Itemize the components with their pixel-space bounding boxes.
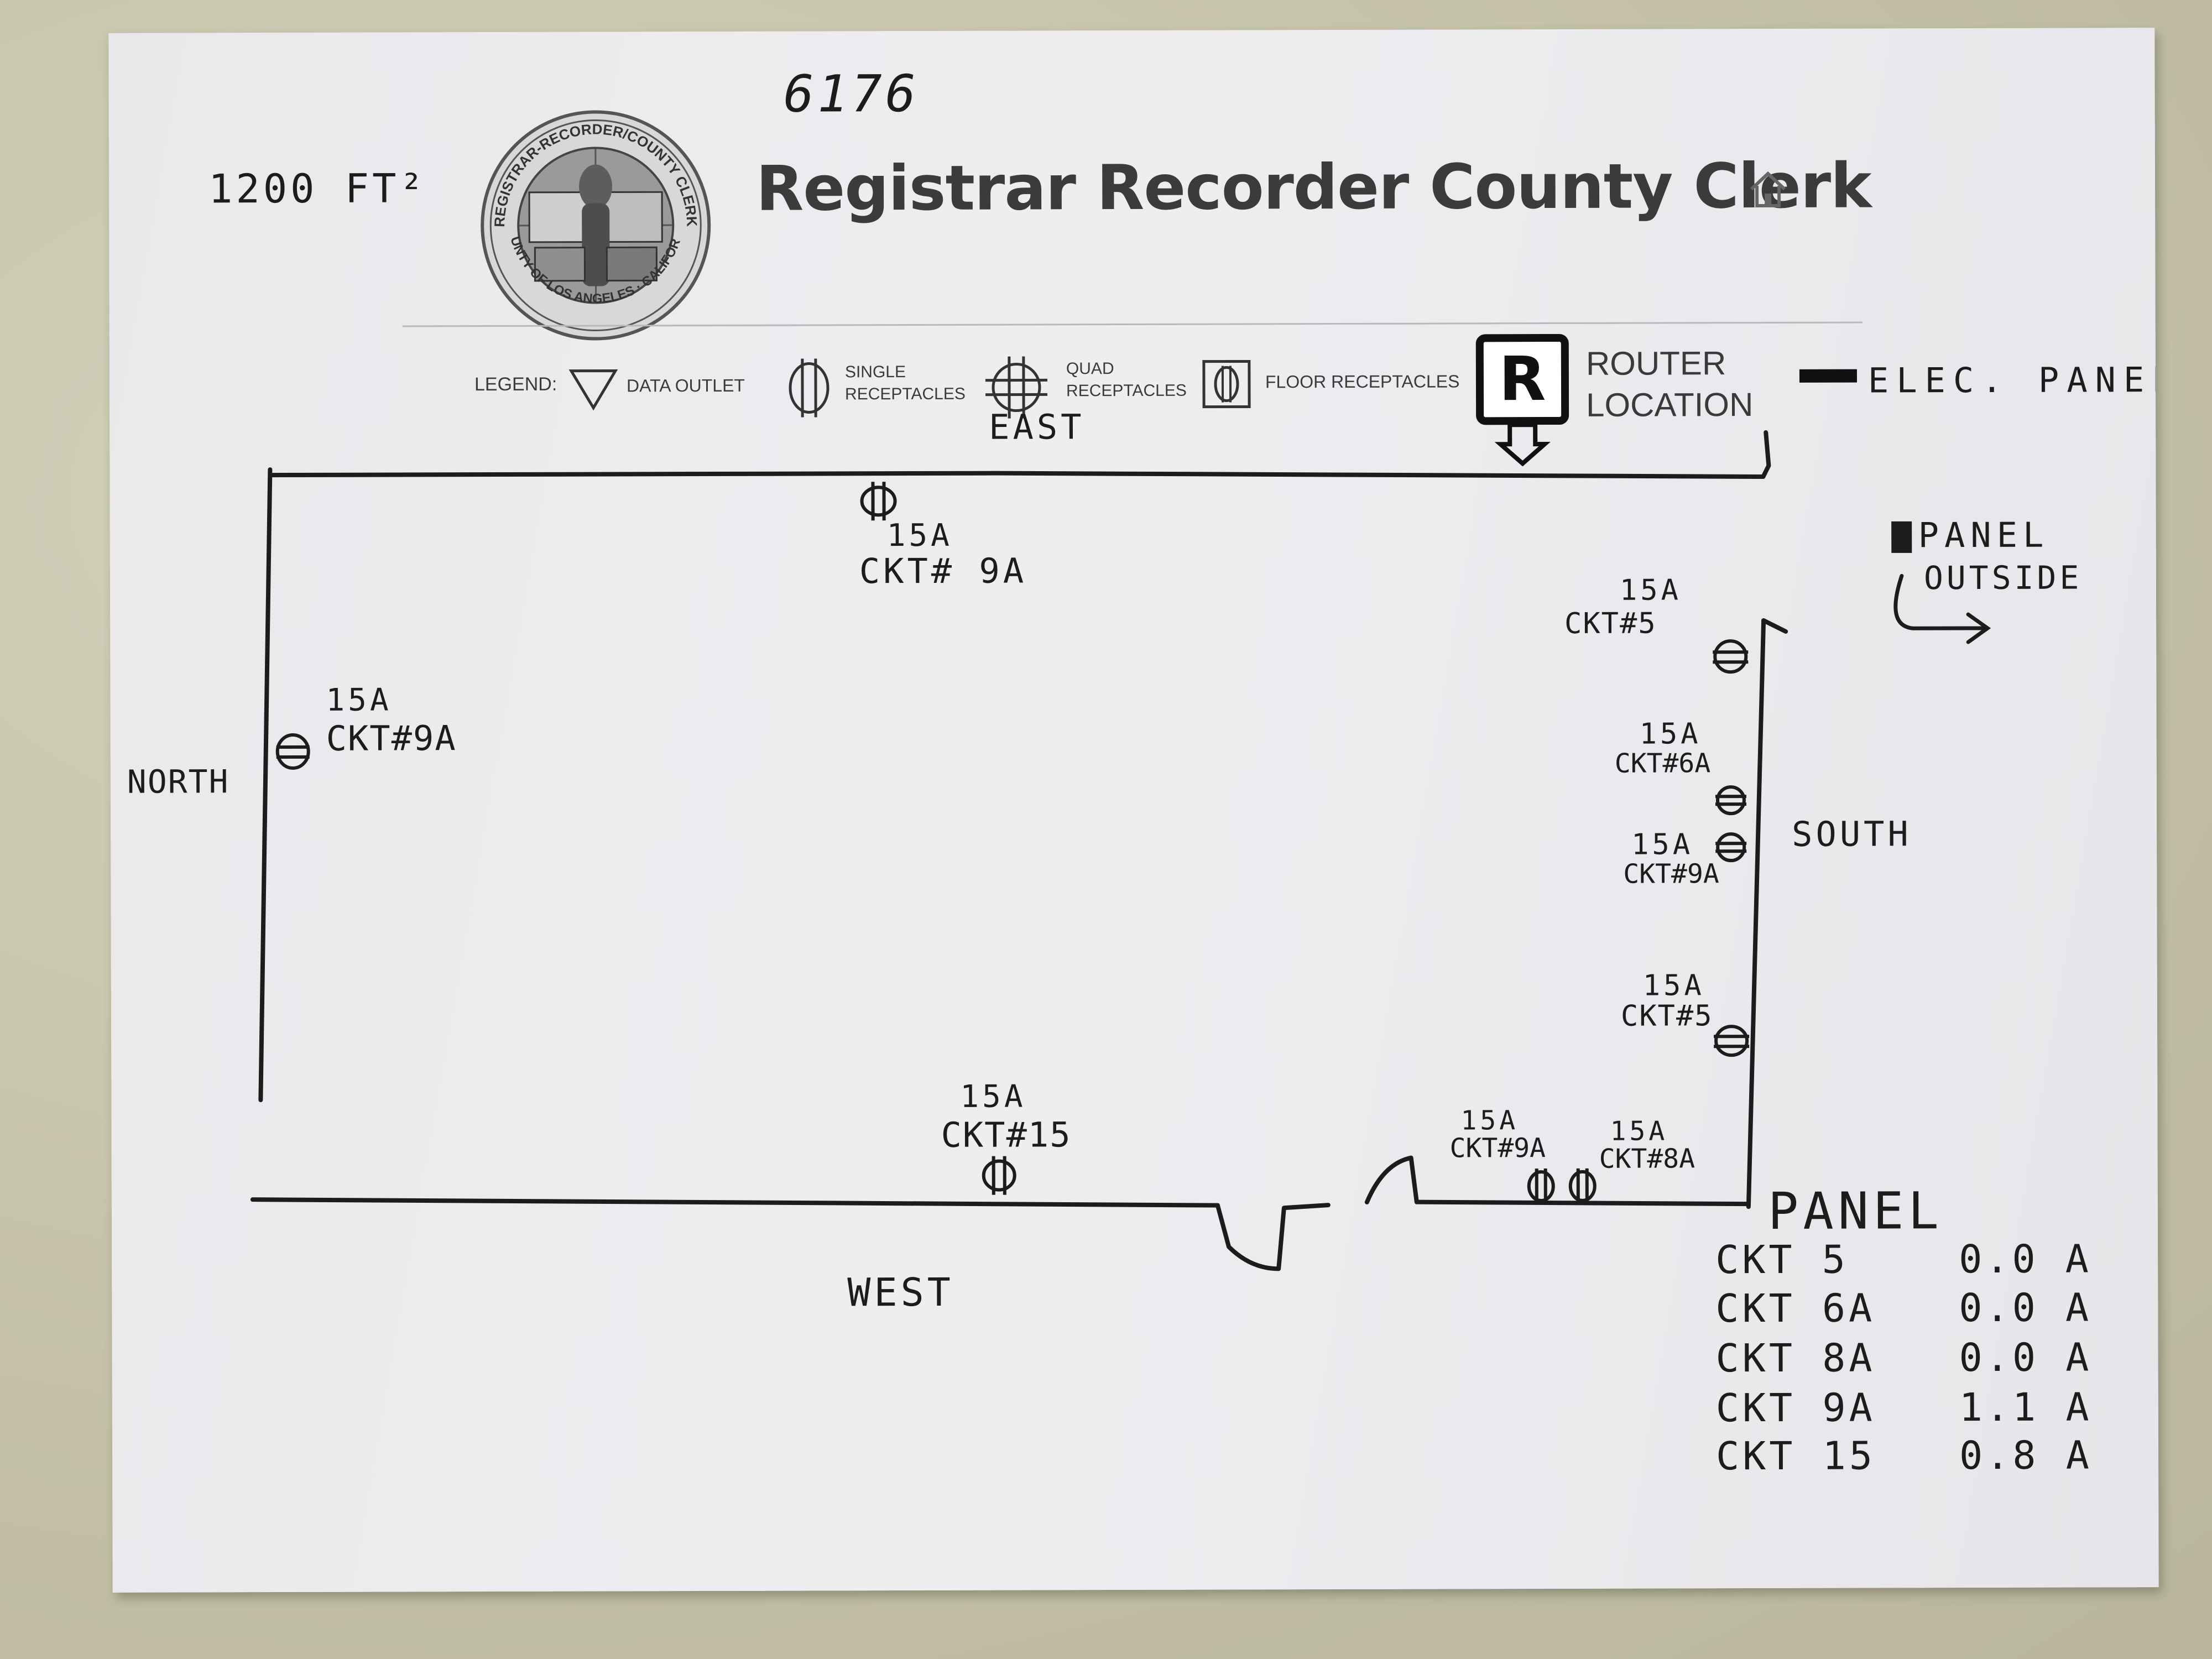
panel-outside-line2: OUTSIDE (1923, 559, 2083, 597)
page-title: Registrar Recorder County Clerk (755, 150, 1871, 225)
west-3-amps: 15A (1610, 1115, 1668, 1147)
north-wall (258, 467, 273, 1103)
door-opening (1364, 1155, 1419, 1204)
west-2-amps: 15A (1460, 1105, 1519, 1136)
panel-readings-title: PANEL (1767, 1181, 1943, 1241)
row-reading: 0.0 A (1959, 1334, 2093, 1381)
west-2-circuit: CKT#9A (1449, 1133, 1546, 1164)
north-circuit: CKT#9A (326, 718, 457, 759)
north-amps: 15A (326, 682, 392, 718)
south-3-circuit: CKT#9A (1623, 858, 1719, 890)
row-reading: 1.1 A (1959, 1384, 2093, 1431)
south-4-circuit: CKT#5 (1620, 999, 1713, 1033)
south-2-circuit: CKT#6A (1614, 748, 1711, 779)
label-east: EAST (989, 406, 1085, 447)
single-receptacle-icon (789, 358, 830, 418)
west-wall-b (1414, 1199, 1751, 1207)
row-circuit: CKT 5 (1715, 1237, 1849, 1283)
county-seal: REGISTRAR-RECORDER/COUNTY CLERK COUNTY O… (479, 109, 711, 341)
legend-quad-line1: QUAD (1066, 359, 1114, 378)
legend-data-outlet: DATA OUTLET (626, 375, 745, 396)
row-circuit: CKT 15 (1715, 1433, 1876, 1479)
south-wall (1746, 618, 1766, 1209)
west-wall-a (250, 1197, 1220, 1208)
outlet-west-3 (1568, 1168, 1597, 1203)
site-number: 6176 (783, 64, 920, 124)
legend-label: LEGEND: (474, 373, 557, 395)
west-3-circuit: CKT#8A (1599, 1143, 1695, 1175)
quad-receptacle-icon (985, 356, 1048, 419)
legend-single-line2: RECEPTACLES (844, 384, 966, 404)
label-south: SOUTH (1792, 813, 1912, 854)
panel-outside-line1: PANEL (1918, 514, 2049, 556)
south-1-circuit: CKT#5 (1564, 607, 1657, 640)
panel-marker (1891, 521, 1912, 553)
row-circuit: CKT 9A (1715, 1385, 1876, 1431)
row-circuit: CKT 8A (1715, 1335, 1876, 1381)
data-outlet-icon (568, 369, 618, 411)
outlet-west-1 (982, 1156, 1016, 1195)
row-reading: 0.8 A (1959, 1432, 2093, 1479)
row-reading: 0.0 A (1959, 1236, 2092, 1282)
outlet-west-2 (1527, 1168, 1555, 1203)
south-1-amps: 15A (1619, 573, 1682, 607)
east-top-amps: 15A (886, 517, 953, 554)
row-reading: 0.0 A (1959, 1285, 2093, 1331)
legend-elec-panel: ELEC. PANEL (1867, 359, 2159, 401)
router-symbol: R (1499, 343, 1546, 414)
legend-single-line1: SINGLE (844, 363, 906, 382)
outlet-south-2 (1715, 785, 1746, 816)
outlet-south-1 (1713, 639, 1749, 674)
floor-receptacle-icon (1202, 359, 1251, 409)
outlet-north (275, 733, 310, 770)
outlet-east-top (860, 482, 897, 521)
label-west: WEST (847, 1269, 954, 1316)
outlet-south-3 (1715, 832, 1747, 863)
legend-quad-line2: RECEPTACLES (1066, 381, 1187, 400)
legend-floor: FLOOR RECEPTACLES (1265, 371, 1460, 392)
area-note: 1200 FT² (208, 165, 427, 212)
elec-panel-icon (1799, 369, 1857, 383)
west-1-circuit: CKT#15 (941, 1114, 1072, 1155)
south-4-amps: 15A (1642, 969, 1705, 1003)
west-1-amps: 15A (960, 1078, 1026, 1115)
router-icon: R (1475, 333, 1569, 467)
legend-router-line1: ROUTER (1585, 345, 1726, 382)
south-3-amps: 15A (1631, 828, 1694, 862)
door-swing (1215, 1203, 1331, 1271)
paper-sheet: 1200 FT² 6176 REGISTRAR-RECORDER/COUNTY … (108, 28, 2159, 1593)
outlet-south-4 (1714, 1025, 1750, 1057)
east-top-circuit: CKT# 9A (859, 550, 1027, 592)
legend-router-line2: LOCATION (1585, 386, 1754, 424)
home-icon[interactable] (1746, 167, 1790, 211)
row-circuit: CKT 6A (1715, 1285, 1876, 1332)
south-2-amps: 15A (1639, 717, 1702, 751)
label-north: NORTH (127, 763, 229, 801)
